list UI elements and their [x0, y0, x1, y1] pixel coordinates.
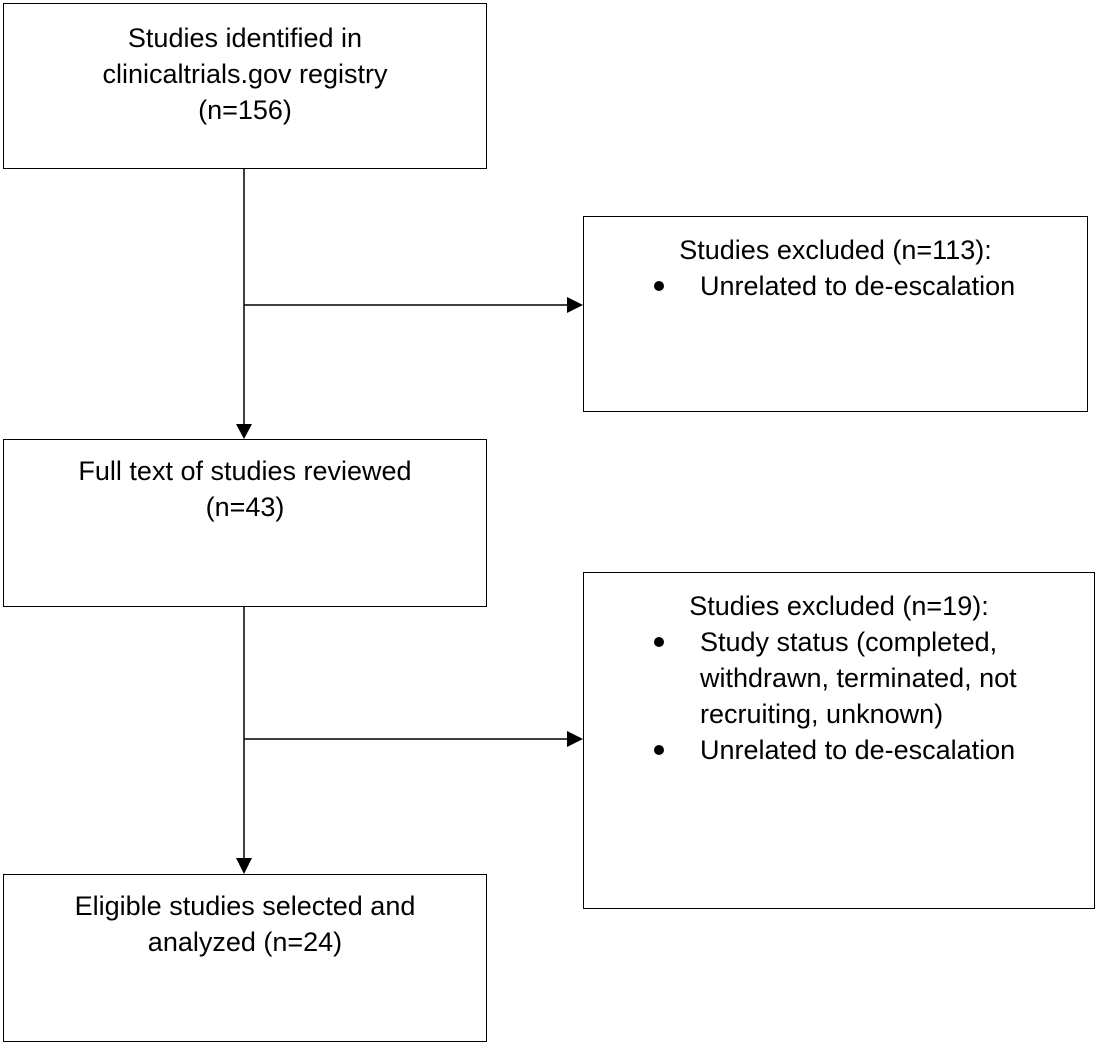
bullet-icon: [654, 637, 664, 647]
excluded-1-bullet-1-line-1: Unrelated to de-escalation: [700, 271, 1016, 301]
eligible-line-2: analyzed (n=24): [147, 927, 343, 957]
arrowhead-down-2: [236, 858, 252, 874]
bullet-icon: [654, 281, 664, 291]
identified-line-3: (n=156): [198, 95, 292, 125]
identified-line-2: clinicaltrials.gov registry: [102, 59, 388, 89]
identified-line-1: Studies identified in: [127, 23, 363, 53]
box-studies-identified: Studies identified in clinicaltrials.gov…: [3, 3, 487, 169]
full-text-line-2: (n=43): [205, 492, 285, 522]
box-excluded-113: Studies excluded (n=113): Unrelated to d…: [583, 216, 1088, 412]
box-eligible-studies: Eligible studies selected and analyzed (…: [3, 874, 487, 1042]
excluded-2-bullet-1-line-3: recruiting, unknown): [700, 699, 944, 729]
list-item: Unrelated to de-escalation: [584, 268, 1087, 304]
box-excluded-19: Studies excluded (n=19): Study status (c…: [583, 572, 1095, 909]
excluded-2-bullet-1-line-2: withdrawn, terminated, not: [700, 663, 1017, 693]
box-full-text-reviewed: Full text of studies reviewed (n=43): [3, 439, 487, 607]
eligible-line-1: Eligible studies selected and: [74, 891, 416, 921]
list-item: Study status (completed, withdrawn, term…: [584, 624, 1094, 732]
excluded-1-list: Unrelated to de-escalation: [584, 268, 1087, 304]
full-text-line-1: Full text of studies reviewed: [78, 456, 412, 486]
arrowhead-right-1: [567, 297, 583, 313]
arrowhead-down-1: [236, 424, 252, 439]
excluded-2-bullet-1-line-1: Study status (completed,: [700, 627, 998, 657]
excluded-1-title: Studies excluded (n=113):: [679, 235, 992, 265]
list-item: Unrelated to de-escalation: [584, 732, 1094, 768]
excluded-2-bullet-2-line-1: Unrelated to de-escalation: [700, 735, 1016, 765]
arrowhead-right-2: [567, 731, 583, 747]
excluded-2-list: Study status (completed, withdrawn, term…: [584, 624, 1094, 768]
bullet-icon: [654, 745, 664, 755]
excluded-2-title: Studies excluded (n=19):: [689, 591, 989, 621]
